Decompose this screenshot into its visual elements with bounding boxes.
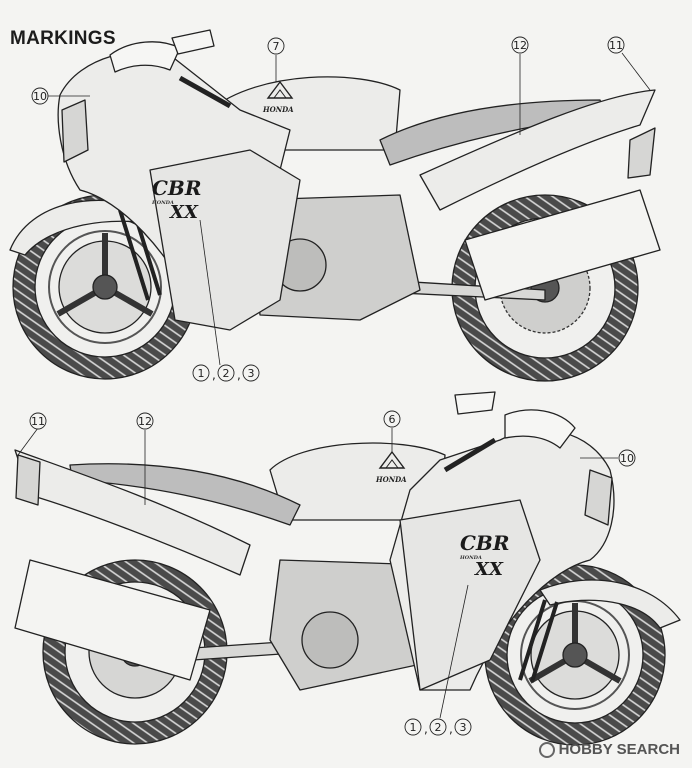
decal-xx-text: XX [474,559,504,580]
handlebar [178,75,232,109]
svg-text:,: , [237,368,241,382]
combo-2: 2 [435,721,442,734]
callout-10-bottom: 10 [580,449,636,467]
tail-light [627,127,656,179]
engine-cover [301,611,359,669]
combo-1: 1 [410,721,417,734]
callout-10-top: 10 [31,87,90,105]
front-fender [539,579,681,629]
motorcycle-left-facing [9,29,661,382]
decal-honda-tank-bottom: HONDA [375,450,407,484]
front-fork [518,599,559,683]
windscreen [109,41,181,73]
fuel-tank [269,442,446,521]
seat [69,463,301,526]
svg-text:,: , [424,722,428,736]
callout-1-2-3-bottom: 1 , 2 , 3 [404,584,472,736]
headlight [584,469,613,526]
mirror [454,391,496,415]
callout-10-number: 10 [620,452,634,465]
handlebar [443,437,497,473]
decal-honda-small-text: HONDA [459,555,482,561]
motorcycle-right-facing [14,391,681,746]
side-panel [399,499,541,691]
watermark-text: HOBBY SEARCH [558,741,680,758]
svg-text:,: , [212,368,216,382]
headlight [61,99,89,163]
callout-7: 7 [267,37,285,82]
tail-cowl [14,449,251,576]
callout-11-bottom: 11 [17,412,47,456]
decal-honda-text: HONDA [375,475,407,484]
decal-honda-small-text: HONDA [151,200,174,206]
decal-honda-tank-top: HONDA [262,80,294,114]
callout-6: 6 [383,410,401,452]
decal-cbr-bottom: CBR XX HONDA [459,531,509,580]
callout-12-top: 12 [511,36,529,135]
callout-12-bottom: 12 [136,412,154,505]
hobby-search-logo-icon [538,741,555,758]
callout-11-number: 11 [609,39,623,52]
decal-cbr-top: CBR XX HONDA [151,176,201,223]
side-panel [149,149,301,331]
combo-1: 1 [198,367,205,380]
svg-text:,: , [449,722,453,736]
decal-xx-text: XX [169,202,199,223]
combo-3: 3 [460,721,467,734]
combo-3: 3 [248,367,255,380]
callout-12-number: 12 [513,39,527,52]
tail-light [15,454,41,506]
mirror [171,29,215,55]
exhaust [14,559,211,681]
page-title: MARKINGS [10,28,116,49]
exhaust [464,189,661,301]
watermark: HOBBY SEARCH [538,741,680,758]
callout-11-number: 11 [31,415,45,428]
callout-7-number: 7 [273,40,280,53]
decal-cbr-text: CBR [152,176,201,200]
decal-cbr-text: CBR [460,531,509,555]
callout-6-number: 6 [389,413,396,426]
tail-cowl [419,89,656,211]
callout-1-2-3-top: 1 , 2 , 3 [192,219,260,382]
front-wheel [484,564,666,746]
combo-2: 2 [223,367,230,380]
callout-11-top: 11 [607,36,651,91]
callout-12-number: 12 [138,415,152,428]
decal-honda-text: HONDA [262,105,294,114]
windscreen [504,409,576,449]
callout-10-number: 10 [33,90,47,103]
